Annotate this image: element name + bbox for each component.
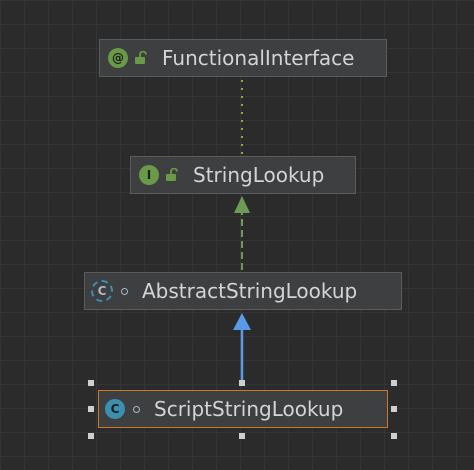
annotation-icon: @ xyxy=(108,48,128,68)
resize-handle-bottom-left[interactable] xyxy=(88,433,94,439)
node-label: AbstractStringLookup xyxy=(142,279,358,303)
resize-handle-bottom-right[interactable] xyxy=(391,433,397,439)
abstract-class-icon: C xyxy=(91,280,113,302)
node-label: StringLookup xyxy=(193,163,325,187)
interface-icon: I xyxy=(139,165,159,185)
open-lock-icon xyxy=(166,168,178,181)
package-private-icon xyxy=(133,405,140,413)
resize-handle-middle-right[interactable] xyxy=(391,406,397,412)
extends-arrowhead xyxy=(233,313,251,330)
node-label: ScriptStringLookup xyxy=(154,397,344,421)
package-private-icon xyxy=(121,287,128,295)
resize-handle-top-right[interactable] xyxy=(391,380,397,386)
node-stringlookup[interactable]: I StringLookup xyxy=(130,156,356,194)
class-icon: C xyxy=(105,399,125,419)
node-functionalinterface[interactable]: @ FunctionalInterface xyxy=(99,39,387,77)
resize-handle-top-center[interactable] xyxy=(239,380,245,386)
node-scriptstringlookup[interactable]: C ScriptStringLookup xyxy=(98,390,388,428)
node-abstractstringlookup[interactable]: C AbstractStringLookup xyxy=(84,272,402,310)
implements-arrowhead xyxy=(234,196,250,213)
open-lock-icon xyxy=(135,51,147,64)
resize-handle-middle-left[interactable] xyxy=(88,406,94,412)
node-label: FunctionalInterface xyxy=(162,46,355,70)
resize-handle-top-left[interactable] xyxy=(88,380,94,386)
resize-handle-bottom-center[interactable] xyxy=(239,433,245,439)
